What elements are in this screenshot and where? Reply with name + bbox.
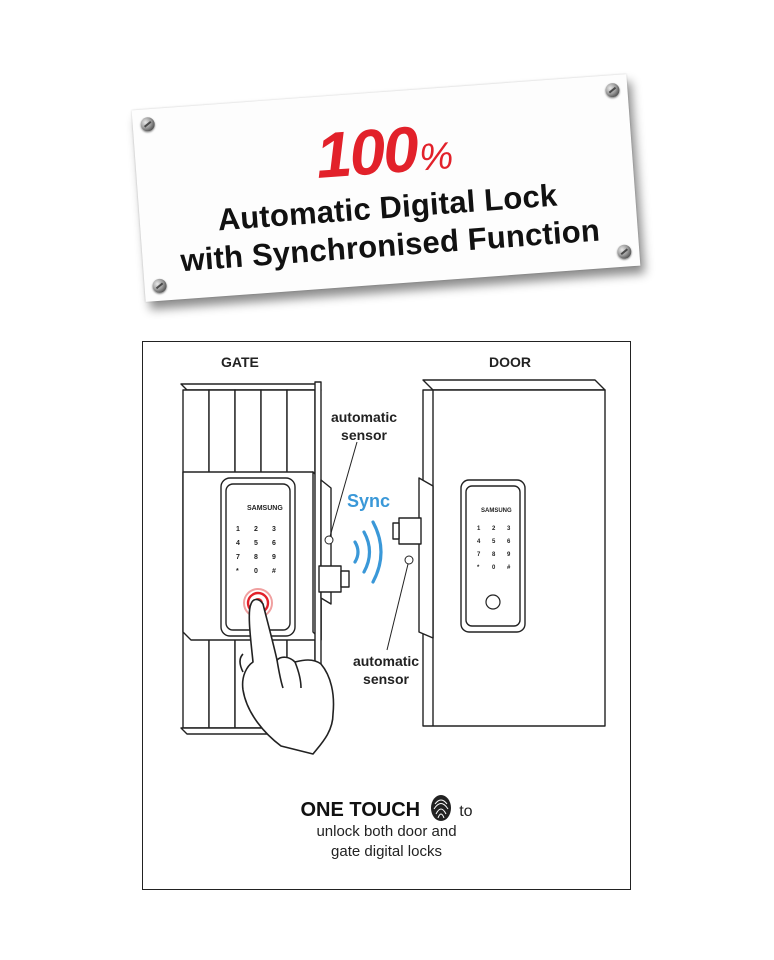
gate-label: GATE [221, 354, 259, 370]
svg-text:3: 3 [272, 526, 276, 533]
caption-headline: ONE TOUCH to [143, 794, 630, 822]
svg-text:1: 1 [236, 526, 240, 533]
to-word: to [459, 803, 473, 820]
sync-label: Sync [347, 491, 391, 511]
svg-text:6: 6 [507, 539, 511, 545]
svg-text:3: 3 [507, 526, 511, 532]
caption-line2: unlock both door and [316, 823, 457, 840]
caption: ONE TOUCH to unlock both door and gate d… [143, 794, 630, 862]
sensor-label-line: automatic [352, 653, 420, 669]
lock-diagram: SAMSUNG 1 2 3 4 5 6 7 8 9 * 0 # SAMSUNG 1 2 3 4 5 6 … [142, 341, 631, 890]
svg-text:4: 4 [477, 539, 481, 545]
svg-text:0: 0 [492, 565, 496, 571]
svg-text:7: 7 [236, 554, 240, 561]
svg-text:9: 9 [272, 554, 276, 561]
svg-text:SAMSUNG: SAMSUNG [481, 508, 512, 514]
svg-text:#: # [272, 568, 276, 575]
svg-text:*: * [477, 565, 480, 571]
door-illustration [392, 379, 606, 727]
hand-icon [239, 598, 335, 755]
svg-text:0: 0 [254, 568, 258, 575]
screw-icon [604, 82, 620, 98]
fingerprint-icon [430, 795, 451, 821]
svg-text:4: 4 [236, 540, 240, 547]
door-label: DOOR [489, 354, 531, 370]
percent-number: 100 [313, 112, 420, 192]
automatic-sensor-label-top: automatic sensor [319, 408, 409, 444]
svg-text:7: 7 [477, 552, 481, 558]
svg-text:9: 9 [507, 552, 511, 558]
sensor-label-line: sensor [363, 671, 409, 687]
svg-text:8: 8 [254, 554, 258, 561]
screw-icon [140, 116, 156, 132]
svg-text:2: 2 [254, 526, 258, 533]
svg-text:SAMSUNG: SAMSUNG [247, 505, 283, 512]
svg-text:#: # [507, 565, 511, 571]
svg-text:5: 5 [492, 539, 496, 545]
wireless-signal-icon [353, 520, 383, 584]
diagram-illustration: SAMSUNG 1 2 3 4 5 6 7 8 9 * 0 # SAMSUNG 1 2 3 4 5 6 … [180, 379, 606, 755]
svg-text:1: 1 [477, 526, 481, 532]
one-touch-text: ONE TOUCH [300, 799, 421, 821]
sensor-label-line: automatic [330, 409, 398, 425]
svg-text:*: * [236, 568, 239, 575]
svg-text:2: 2 [492, 526, 496, 532]
svg-text:6: 6 [272, 540, 276, 547]
sensor-label-line: sensor [341, 427, 387, 443]
gate-keypad: SAMSUNG 1 2 3 4 5 6 7 8 9 * 0 # [236, 505, 283, 575]
percent-sign: % [417, 135, 453, 180]
caption-line3: gate digital locks [331, 843, 442, 860]
automatic-sensor-label-bottom: automatic sensor [341, 652, 431, 688]
title-banner: 100% Automatic Digital Lock with Synchro… [131, 74, 641, 302]
svg-text:8: 8 [492, 552, 496, 558]
door-keypad: SAMSUNG 1 2 3 4 5 6 7 8 9 * 0 # [477, 508, 512, 571]
svg-text:5: 5 [254, 540, 258, 547]
door-fingerprint-reader [485, 594, 501, 610]
